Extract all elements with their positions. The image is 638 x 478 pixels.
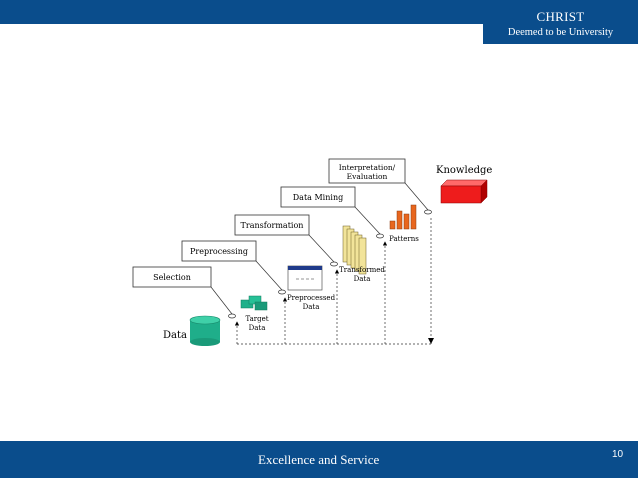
- data-cylinder-icon: [189, 315, 221, 346]
- feedback-loop: [234, 216, 432, 345]
- step-selection-label: Selection: [153, 273, 191, 282]
- feedback-arrowheads: [428, 338, 434, 344]
- step-data-mining: Data Mining: [280, 186, 356, 208]
- target-data-icon: [240, 295, 268, 311]
- preprocessed-data-icon: [287, 265, 323, 291]
- preprocessed-data-label-1: Preprocessed: [287, 294, 336, 302]
- university-subtitle: Deemed to be University: [507, 27, 614, 38]
- footer-bar: Excellence and Service 10: [0, 441, 638, 478]
- knowledge-icon: [440, 179, 488, 204]
- patterns-label: Patterns: [389, 235, 419, 243]
- university-brand: CHRIST Deemed to be University: [483, 0, 638, 44]
- transformed-data-label-2: Data: [354, 275, 371, 283]
- connectors: [210, 182, 429, 315]
- step-transformation-label: Transformation: [241, 221, 304, 230]
- university-name: CHRIST: [536, 9, 585, 24]
- page-number: 10: [612, 449, 624, 460]
- patterns-icon: [389, 204, 417, 230]
- preprocessed-data-label-2: Data: [303, 303, 320, 311]
- knowledge-label: Knowledge: [436, 165, 492, 176]
- step-interpretation-label-2: Evaluation: [347, 172, 388, 181]
- step-preprocessing: Preprocessing: [181, 240, 257, 262]
- target-data-label-2: Data: [249, 324, 266, 332]
- connector-knots: [228, 209, 432, 319]
- step-data-mining-label: Data Mining: [293, 193, 343, 202]
- target-data-label-1: Target: [245, 315, 268, 323]
- step-interpretation: Interpretation/ Evaluation: [328, 158, 406, 184]
- step-preprocessing-label: Preprocessing: [190, 247, 248, 256]
- step-selection: Selection: [132, 266, 212, 288]
- step-interpretation-label-1: Interpretation/: [339, 163, 396, 172]
- data-label: Data: [163, 330, 187, 341]
- transformed-data-label-1: Transformed: [339, 266, 385, 274]
- footer-tagline: Excellence and Service: [258, 452, 380, 467]
- transformed-data-icon: [342, 225, 367, 275]
- step-transformation: Transformation: [234, 214, 310, 236]
